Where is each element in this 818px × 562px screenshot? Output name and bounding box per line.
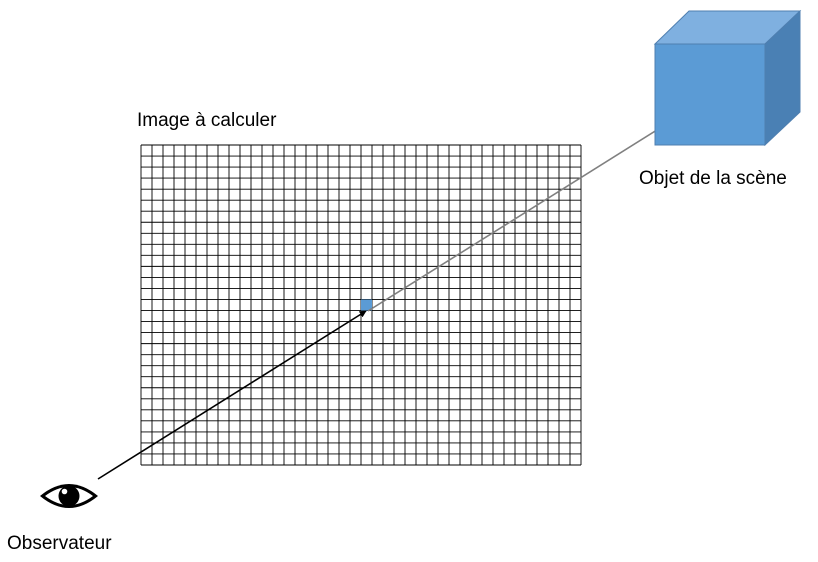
object-label: Objet de la scène: [639, 168, 787, 189]
observer-label: Observateur: [7, 533, 112, 554]
ray-segment-near: [97, 310, 367, 480]
image-label: Image à calculer: [137, 110, 277, 131]
cube-icon: [653, 9, 802, 147]
image-grid: [140, 144, 582, 466]
ray-segment-far: [367, 102, 701, 312]
highlighted-pixel: [361, 299, 372, 311]
cube-front-face: [654, 43, 766, 146]
eye-icon: [40, 484, 98, 508]
